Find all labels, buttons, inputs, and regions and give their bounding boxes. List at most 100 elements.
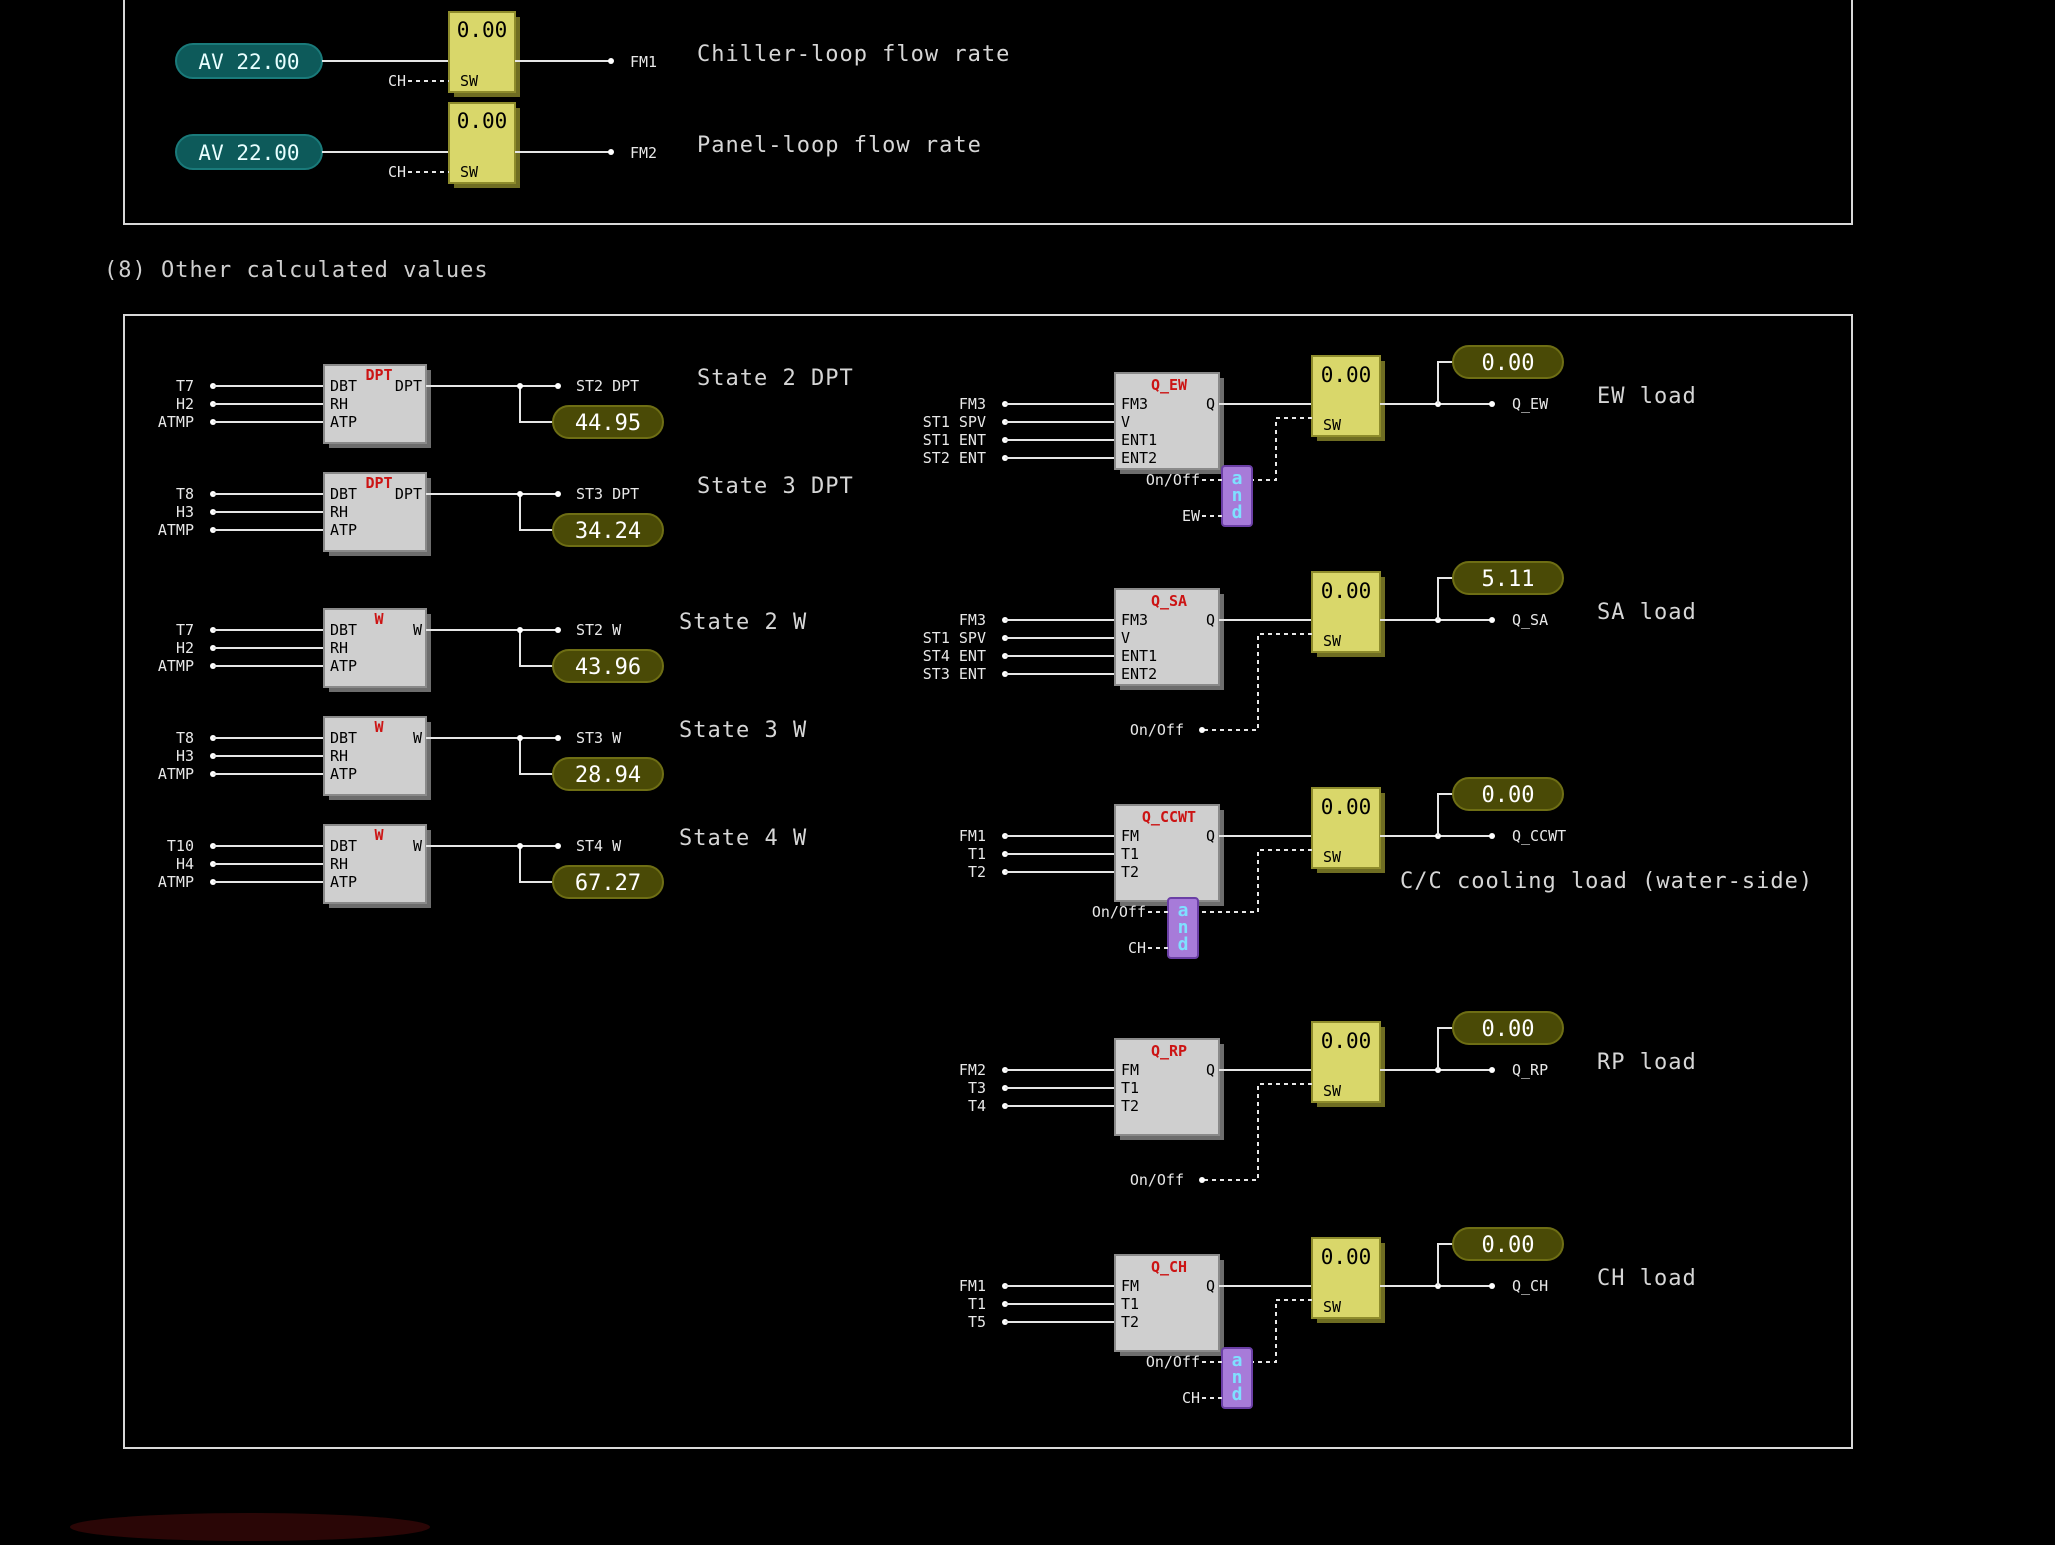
input-label: H4 <box>176 855 194 873</box>
calc-block-body[interactable] <box>323 716 427 796</box>
input-label: ATMP <box>158 873 194 891</box>
value-display <box>552 513 664 547</box>
calc-out-port-label: W <box>413 621 423 639</box>
calc-port-label: ENT1 <box>1121 431 1157 449</box>
calc-block-title: Q_CH <box>1151 1258 1187 1276</box>
value-display <box>1452 345 1564 379</box>
input-label: H2 <box>176 639 194 657</box>
input-label: ST4 ENT <box>923 647 986 665</box>
block-description: RP load <box>1597 1050 1697 1075</box>
and-gate[interactable] <box>1221 465 1253 527</box>
input-label: T2 <box>968 863 986 881</box>
calc-block-body[interactable] <box>323 472 427 552</box>
calc-block-body[interactable] <box>1114 1038 1220 1136</box>
output-tag: Q_RP <box>1512 1061 1548 1079</box>
block-description: State 4 W <box>679 826 807 851</box>
value-display <box>552 865 664 899</box>
calc-block-body[interactable] <box>323 608 427 688</box>
input-label: T1 <box>968 845 986 863</box>
section-heading: (8) Other calculated values <box>104 258 489 283</box>
calc-port-label: DBT <box>330 729 357 747</box>
gate-input-label: On/Off <box>1146 471 1200 489</box>
calc-out-port-label: Q <box>1206 395 1215 413</box>
input-label: T10 <box>167 837 194 855</box>
calc-block-title: Q_RP <box>1151 1042 1187 1060</box>
input-label: ST3 ENT <box>923 665 986 683</box>
switch-block[interactable] <box>1311 1021 1381 1103</box>
calc-port-label: T2 <box>1121 1097 1139 1115</box>
input-label: FM1 <box>959 1277 986 1295</box>
calc-port-label: DBT <box>330 621 357 639</box>
value-display-text: 0.00 <box>1482 351 1535 376</box>
gate-input-label: EW <box>1182 507 1201 525</box>
value-display-text: 0.00 <box>1482 1233 1535 1258</box>
and-gate-label: d <box>1232 502 1243 523</box>
input-label: H3 <box>176 503 194 521</box>
value-display-text: 43.96 <box>575 655 641 680</box>
gate-input-label: On/Off <box>1146 1353 1200 1371</box>
calc-port-label: FM3 <box>1121 611 1148 629</box>
calc-block-body[interactable] <box>1114 804 1220 902</box>
calc-port-label: V <box>1121 413 1130 431</box>
block-description: State 3 W <box>679 718 807 743</box>
switch-block[interactable] <box>448 11 516 93</box>
switch-block[interactable] <box>1311 787 1381 869</box>
calc-block-title: W <box>374 610 384 628</box>
input-label: T1 <box>968 1295 986 1313</box>
input-label: T7 <box>176 621 194 639</box>
calc-port-label: DBT <box>330 837 357 855</box>
switch-port-label: SW <box>1323 632 1342 650</box>
flow-rate-panel <box>123 0 1853 225</box>
switch-block[interactable] <box>1311 355 1381 437</box>
block-description: EW load <box>1597 384 1697 409</box>
calc-port-label: DBT <box>330 485 357 503</box>
calc-port-label: T2 <box>1121 863 1139 881</box>
calc-port-label: FM <box>1121 1277 1139 1295</box>
calc-port-label: ATP <box>330 413 357 431</box>
gate-input-label: On/Off <box>1092 903 1146 921</box>
switch-port-label: SW <box>460 72 479 90</box>
calc-block-body[interactable] <box>1114 1254 1220 1352</box>
calc-block-body[interactable] <box>323 364 427 444</box>
calc-port-label: DBT <box>330 377 357 395</box>
output-tag: Q_CCWT <box>1512 827 1566 845</box>
switch-block[interactable] <box>448 102 516 184</box>
input-label: T5 <box>968 1313 986 1331</box>
calc-out-port-label: Q <box>1206 611 1215 629</box>
calc-port-label: ATP <box>330 521 357 539</box>
value-display-text: 28.94 <box>575 763 641 788</box>
calc-port-label: ATP <box>330 657 357 675</box>
calc-out-port-label: DPT <box>395 485 422 503</box>
input-label: ST1 SPV <box>923 413 986 431</box>
calc-block-body[interactable] <box>1114 588 1220 686</box>
input-label: ATMP <box>158 521 194 539</box>
calc-block-title: Q_CCWT <box>1142 808 1196 826</box>
block-description: CH load <box>1597 1266 1697 1291</box>
calc-port-label: T2 <box>1121 1313 1139 1331</box>
switch-block[interactable] <box>1311 571 1381 653</box>
calc-out-port-label: Q <box>1206 1277 1215 1295</box>
and-gate-label: n <box>1178 917 1189 938</box>
value-display <box>1452 777 1564 811</box>
calc-block-body[interactable] <box>323 824 427 904</box>
input-label: T8 <box>176 729 194 747</box>
calc-block-body[interactable] <box>1114 372 1220 470</box>
and-gate[interactable] <box>1167 897 1199 959</box>
value-display <box>552 649 664 683</box>
calc-port-label: FM <box>1121 827 1139 845</box>
av-setpoint-label: AV 22.00 <box>198 141 299 165</box>
and-gate[interactable] <box>1221 1347 1253 1409</box>
switch-block[interactable] <box>1311 1237 1381 1319</box>
gate-input-label: CH <box>1128 939 1146 957</box>
input-label: T7 <box>176 377 194 395</box>
calc-block-title: DPT <box>365 474 392 492</box>
calculated-values-panel <box>123 314 1853 1449</box>
calc-port-label: ATP <box>330 873 357 891</box>
input-label: T8 <box>176 485 194 503</box>
